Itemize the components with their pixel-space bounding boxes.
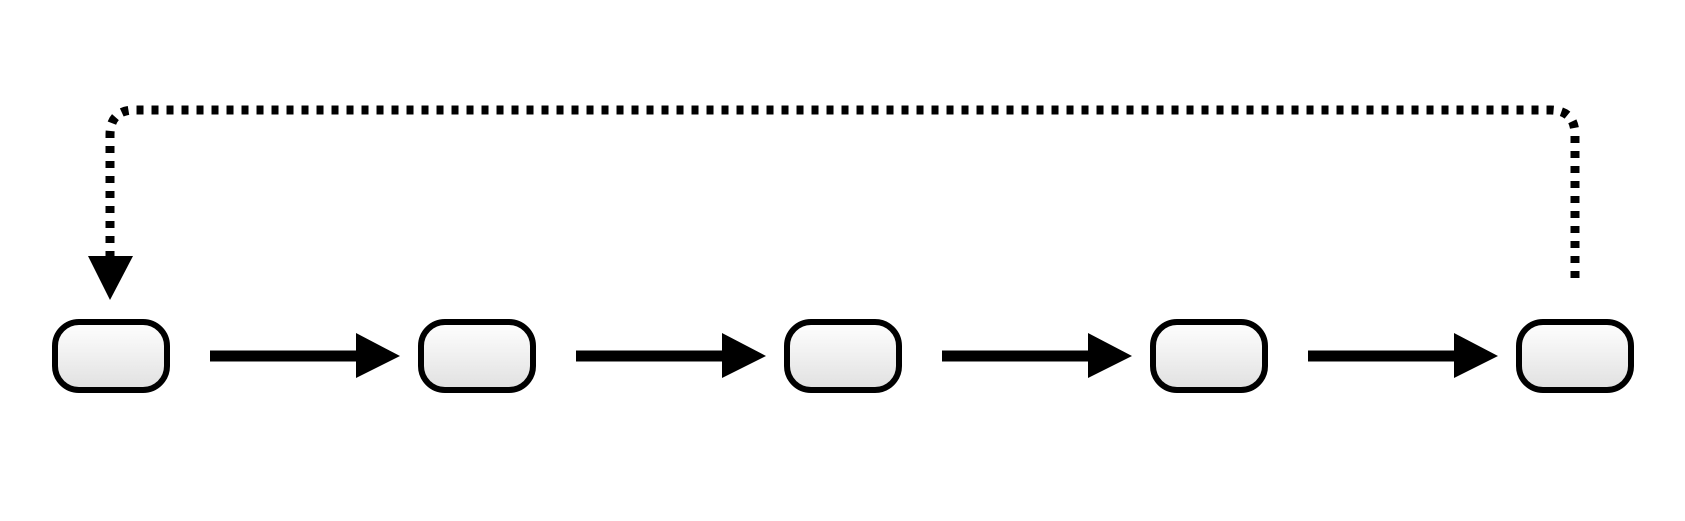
edge-2-3 [576, 333, 766, 378]
node-box [1516, 319, 1634, 393]
arrowhead [356, 333, 400, 378]
arrowhead [1088, 333, 1132, 378]
edge-3-4 [942, 333, 1132, 378]
feedback-loop-arrowhead [88, 256, 133, 300]
edge-1-2 [210, 333, 400, 378]
node-3[interactable] [784, 319, 902, 393]
arrowhead [722, 333, 766, 378]
node-box [1150, 319, 1268, 393]
node-2[interactable] [418, 319, 536, 393]
node-box [52, 319, 170, 393]
arrowhead [1454, 333, 1498, 378]
node-box [784, 319, 902, 393]
edge-4-5 [1308, 333, 1498, 378]
node-1[interactable] [52, 319, 170, 393]
feedback-loop-line [105, 105, 1580, 278]
feedback-loop-edge [88, 105, 1580, 300]
node-4[interactable] [1150, 319, 1268, 393]
node-box [418, 319, 536, 393]
node-5[interactable] [1516, 319, 1634, 393]
